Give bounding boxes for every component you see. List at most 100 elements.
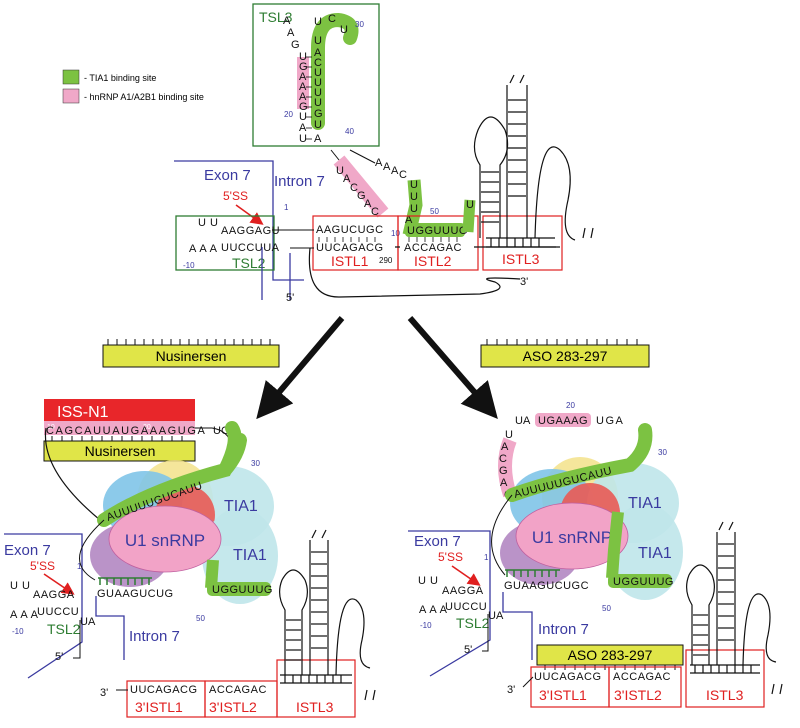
right-5ss-label: 5'SS [438,550,463,564]
top-num-290: 290 [379,256,393,265]
right-istl2-box [608,666,682,708]
right-tia1-b: TIA1 [638,545,672,562]
legend-tia1-label: - TIA1 binding site [84,73,156,83]
left-num-m10: -10 [12,627,24,636]
u1-snrnp-blob [108,505,222,573]
left-tsl2-label: TSL2 [47,621,81,637]
legend-tia1-swatch [62,69,80,85]
exon7-line [174,160,304,281]
right-tsl2-bot: UUCCU [445,601,487,613]
svg-text:G: G [299,101,308,113]
svg-text:G: G [499,465,508,477]
svg-text:C: C [371,206,379,218]
right-aso-bottom-bar [536,644,684,666]
istl2-seq-bot: ACCAGAC [404,242,462,254]
u-tail-letter: U [466,199,474,211]
right-ugaaag-strip [535,413,591,427]
svg-text:A: A [375,157,383,169]
arrow-to-left [256,316,345,420]
left-u1-label: U1 snRNP [125,531,205,550]
left-tsl2-bot: UUCCU [37,606,79,618]
top-5ss-arrow [235,204,264,225]
tsl3-tia1-strip [311,12,359,130]
uacgac-seq: UAC GAC [336,165,379,218]
svg-text:C: C [314,57,322,69]
right-intron-label: Intron 7 [538,621,589,638]
right-u1-ticks [505,569,560,577]
left-tsl2-top: AAGGA [33,589,75,601]
ugguuug-strip-top [405,223,465,237]
svg-text:A: A [314,133,322,145]
svg-text:A: A [405,214,413,226]
svg-text:C: C [350,182,358,194]
left-ua: UA [80,616,96,628]
svg-text:C: C [499,453,507,465]
left-intron-line [95,596,125,660]
right-u1-label: U1 snRNP [532,528,612,547]
tsl3-num-20: 20 [284,110,293,119]
right-five-prime: 5' [464,644,472,656]
right-exon-label: Exon 7 [414,533,461,550]
left-panel: ISS-N1 10 20 CAGCAUUAUGAAAGUGA Nusinerse… [4,399,376,718]
top-tsl2-bot: UUCCUUA [221,242,280,254]
tsl3-box [252,3,380,147]
left-u-c: UC [213,425,229,437]
istl1-seq-bot: UUCAGACG [316,242,384,254]
ugguuug-top: UGGUUUG [407,225,468,237]
svg-text:U: U [505,429,513,441]
legend-hnrnp-swatch [62,88,80,104]
left-ugguuug: UGGUUUG [212,584,273,596]
issn1-num-20: 20 [143,424,151,431]
right-ua: UA [515,415,531,427]
right-uga: UGA [596,415,624,427]
right-guaagucugc: GUAAGUCUGC [504,580,589,592]
top-intron-label: Intron 7 [274,173,325,190]
left-num-50: 50 [196,614,205,623]
nusinersen-bar [43,440,196,462]
left-5p-strand [73,620,81,659]
left-istl3-box [276,659,356,718]
svg-text:U: U [299,51,307,63]
aso-top: ASO 283-297 [480,339,650,368]
svg-text:A: A [343,173,351,185]
top-num-10: 10 [391,229,400,238]
nusinersen-top-label: Nusinersen [156,348,227,364]
top-exon-label: Exon 7 [204,167,251,184]
issn1-left-link [44,427,101,521]
svg-text:G: G [299,61,308,73]
svg-text:A: A [283,15,291,27]
istl1-seq-top: AAGUCUGC [316,224,384,236]
istl3-box [482,215,563,271]
right-num-1: 1 [484,553,489,562]
svg-text:U: U [336,165,344,177]
issn1-seq-bg [44,421,195,435]
svg-text:U: U [314,35,322,47]
top-five-prime: 5' [286,292,294,304]
svg-text:U: U [299,111,307,123]
left-five-prime: 5' [55,651,63,663]
nusinersen-top: Nusinersen [102,339,280,368]
svg-text:U: U [410,191,418,203]
top-tsl2-loop: UU [198,217,222,229]
svg-text:U: U [410,179,418,191]
svg-text:A: A [500,477,508,489]
svg-text:C: C [399,169,407,181]
top-three-prime: 3' [520,276,528,288]
istl3-hairpins [473,74,594,248]
right-istl3-label: ISTL3 [706,687,744,703]
right-ua2: UA [488,610,504,622]
tia1-bottom-blob [202,508,278,604]
istl2-box [397,215,479,271]
arrow-to-right [407,316,498,420]
svg-text:U: U [314,16,322,28]
right-ugaaag: UGAAAG [538,415,588,427]
top-num-1: 1 [284,203,289,212]
left-big-loop [79,519,105,581]
tsl2-box-top [175,215,275,271]
left-num-1: 1 [77,562,82,571]
left-tsl2-loop: UU [10,580,34,592]
issn1-seq: CAGCAUUAUGAAAGUGA [46,425,206,437]
